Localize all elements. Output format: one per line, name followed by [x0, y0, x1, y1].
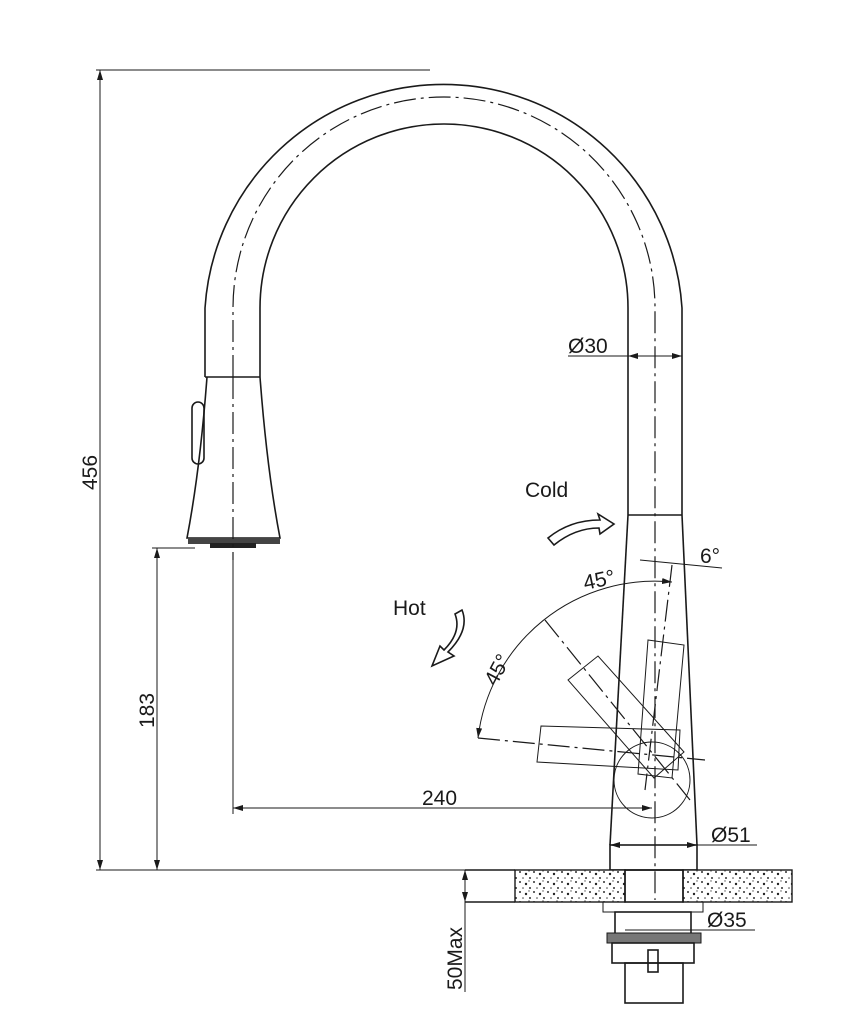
hot-label: Hot — [393, 597, 426, 620]
reach-label: 240 — [422, 787, 457, 810]
tilt-angle-label: 6° — [700, 545, 720, 568]
hot-arrow-icon — [430, 608, 465, 668]
total-height-label: 456 — [79, 455, 102, 490]
faucet-body — [476, 514, 723, 871]
max-thickness-label: 50Max — [444, 926, 467, 990]
cold-angle-label: 45° — [581, 566, 617, 595]
dimension-lines — [96, 69, 757, 992]
cold-arrow-icon — [546, 512, 616, 547]
shank-diameter-label: Ø35 — [707, 909, 747, 932]
spray-height-label: 183 — [136, 693, 159, 728]
countertop — [465, 869, 793, 903]
cold-label: Cold — [525, 479, 568, 502]
spout — [204, 83, 683, 900]
spray-head — [186, 376, 281, 560]
hot-angle-label: 45° — [480, 651, 515, 690]
spout-diameter-label: Ø30 — [568, 335, 608, 358]
mounting-hardware — [602, 901, 704, 1004]
base-diameter-label: Ø51 — [711, 824, 751, 847]
